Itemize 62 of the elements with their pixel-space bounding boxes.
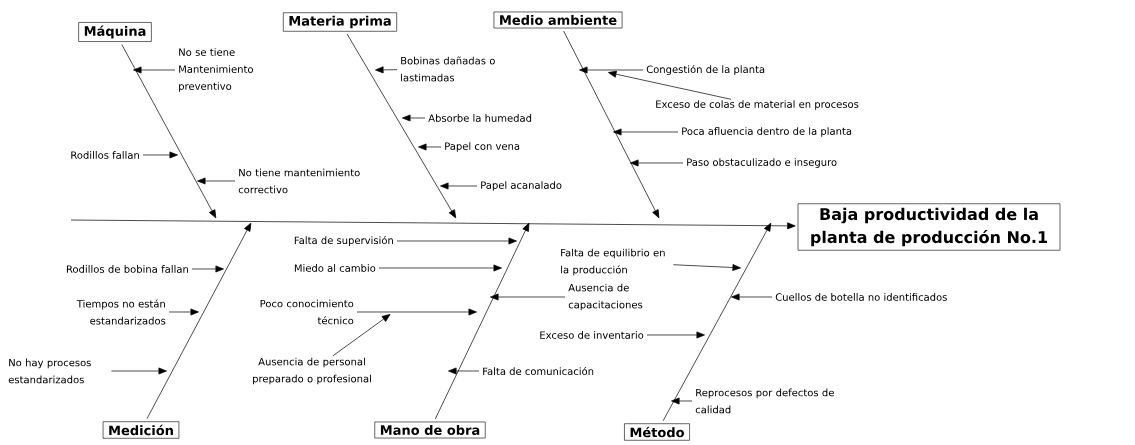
arrow — [630, 159, 684, 167]
cause-label: Exceso de colas de material en procesos — [656, 100, 859, 110]
category-box: Método — [624, 423, 690, 441]
arrow — [133, 66, 176, 74]
bone-arrow — [434, 222, 530, 420]
cause-label: Tiempos no están estandarizados — [76, 299, 166, 325]
arrow — [671, 397, 693, 405]
bone-arrow — [146, 222, 252, 420]
cause-label: Exceso de inventario — [540, 331, 644, 339]
bone-arrow — [563, 30, 660, 219]
category-box: Medición — [102, 421, 180, 439]
arrow — [402, 114, 426, 122]
arrow — [142, 151, 178, 159]
cause-label: Falta de equilibrio en la producción — [561, 248, 665, 276]
arrow — [613, 128, 679, 136]
cause-label: Rodillos fallan — [71, 151, 139, 159]
arrow — [646, 331, 705, 339]
cause-label: Cuellos de botella no identificados — [775, 293, 947, 301]
cause-label: Miedo al cambio — [294, 264, 376, 272]
arrow — [448, 367, 480, 375]
bone-arrow — [346, 33, 457, 219]
arrow — [579, 66, 644, 74]
spine-arrow — [70, 219, 796, 230]
effect-box: Baja productividad de la planta de producción No.1 — [797, 203, 1061, 251]
cause-label: Poco conocimiento técnico — [260, 299, 354, 325]
cause-label: No hay procesos estandarizados — [8, 358, 91, 384]
cause-label: Ausencia de capacitaciones — [568, 283, 643, 311]
arrow — [332, 314, 391, 357]
category-box: Máquina — [78, 22, 152, 42]
arrow — [356, 308, 477, 316]
arrow — [378, 264, 502, 272]
cause-label: Poca afluencia dentro de la planta — [682, 127, 852, 137]
arrow — [111, 367, 167, 375]
arrow — [197, 177, 236, 185]
cause-label: No tiene mantenimiento correctivo — [238, 168, 360, 194]
arrow — [168, 308, 199, 316]
category-box: Materia prima — [283, 12, 397, 32]
arrow — [490, 293, 566, 301]
arrow — [418, 143, 442, 151]
arrow — [731, 293, 773, 301]
arrow — [673, 264, 741, 271]
cause-label: Bobinas dañadas o lastimadas — [401, 56, 495, 82]
cause-label: Papel con vena — [445, 142, 520, 152]
arrow — [440, 182, 478, 190]
cause-label: Absorbe la humedad — [428, 114, 532, 122]
category-box: Mano de obra — [374, 421, 486, 439]
cause-label: Rodillos de bobina fallan — [66, 265, 188, 273]
cause-label: Congestión de la planta — [646, 64, 765, 76]
cause-label: Falta de supervisión — [294, 235, 393, 247]
category-box: Medio ambiente — [493, 11, 623, 29]
cause-label: Reprocesos por defectos de calidad — [695, 388, 834, 414]
cause-label: Ausencia de personal preparado o profesional — [253, 357, 371, 385]
bone-arrow — [121, 44, 217, 219]
cause-label: Falta de comunicación — [483, 366, 594, 376]
cause-label: Paso obstaculizado e inseguro — [687, 158, 837, 168]
arrow — [396, 237, 517, 245]
arrow — [375, 66, 398, 74]
cause-label: No se tiene Mantenimiento preventivo — [179, 48, 253, 92]
arrow — [608, 70, 732, 100]
bone-arrow — [662, 222, 772, 422]
cause-label: Papel acanalado — [481, 181, 562, 191]
arrow — [191, 265, 224, 273]
